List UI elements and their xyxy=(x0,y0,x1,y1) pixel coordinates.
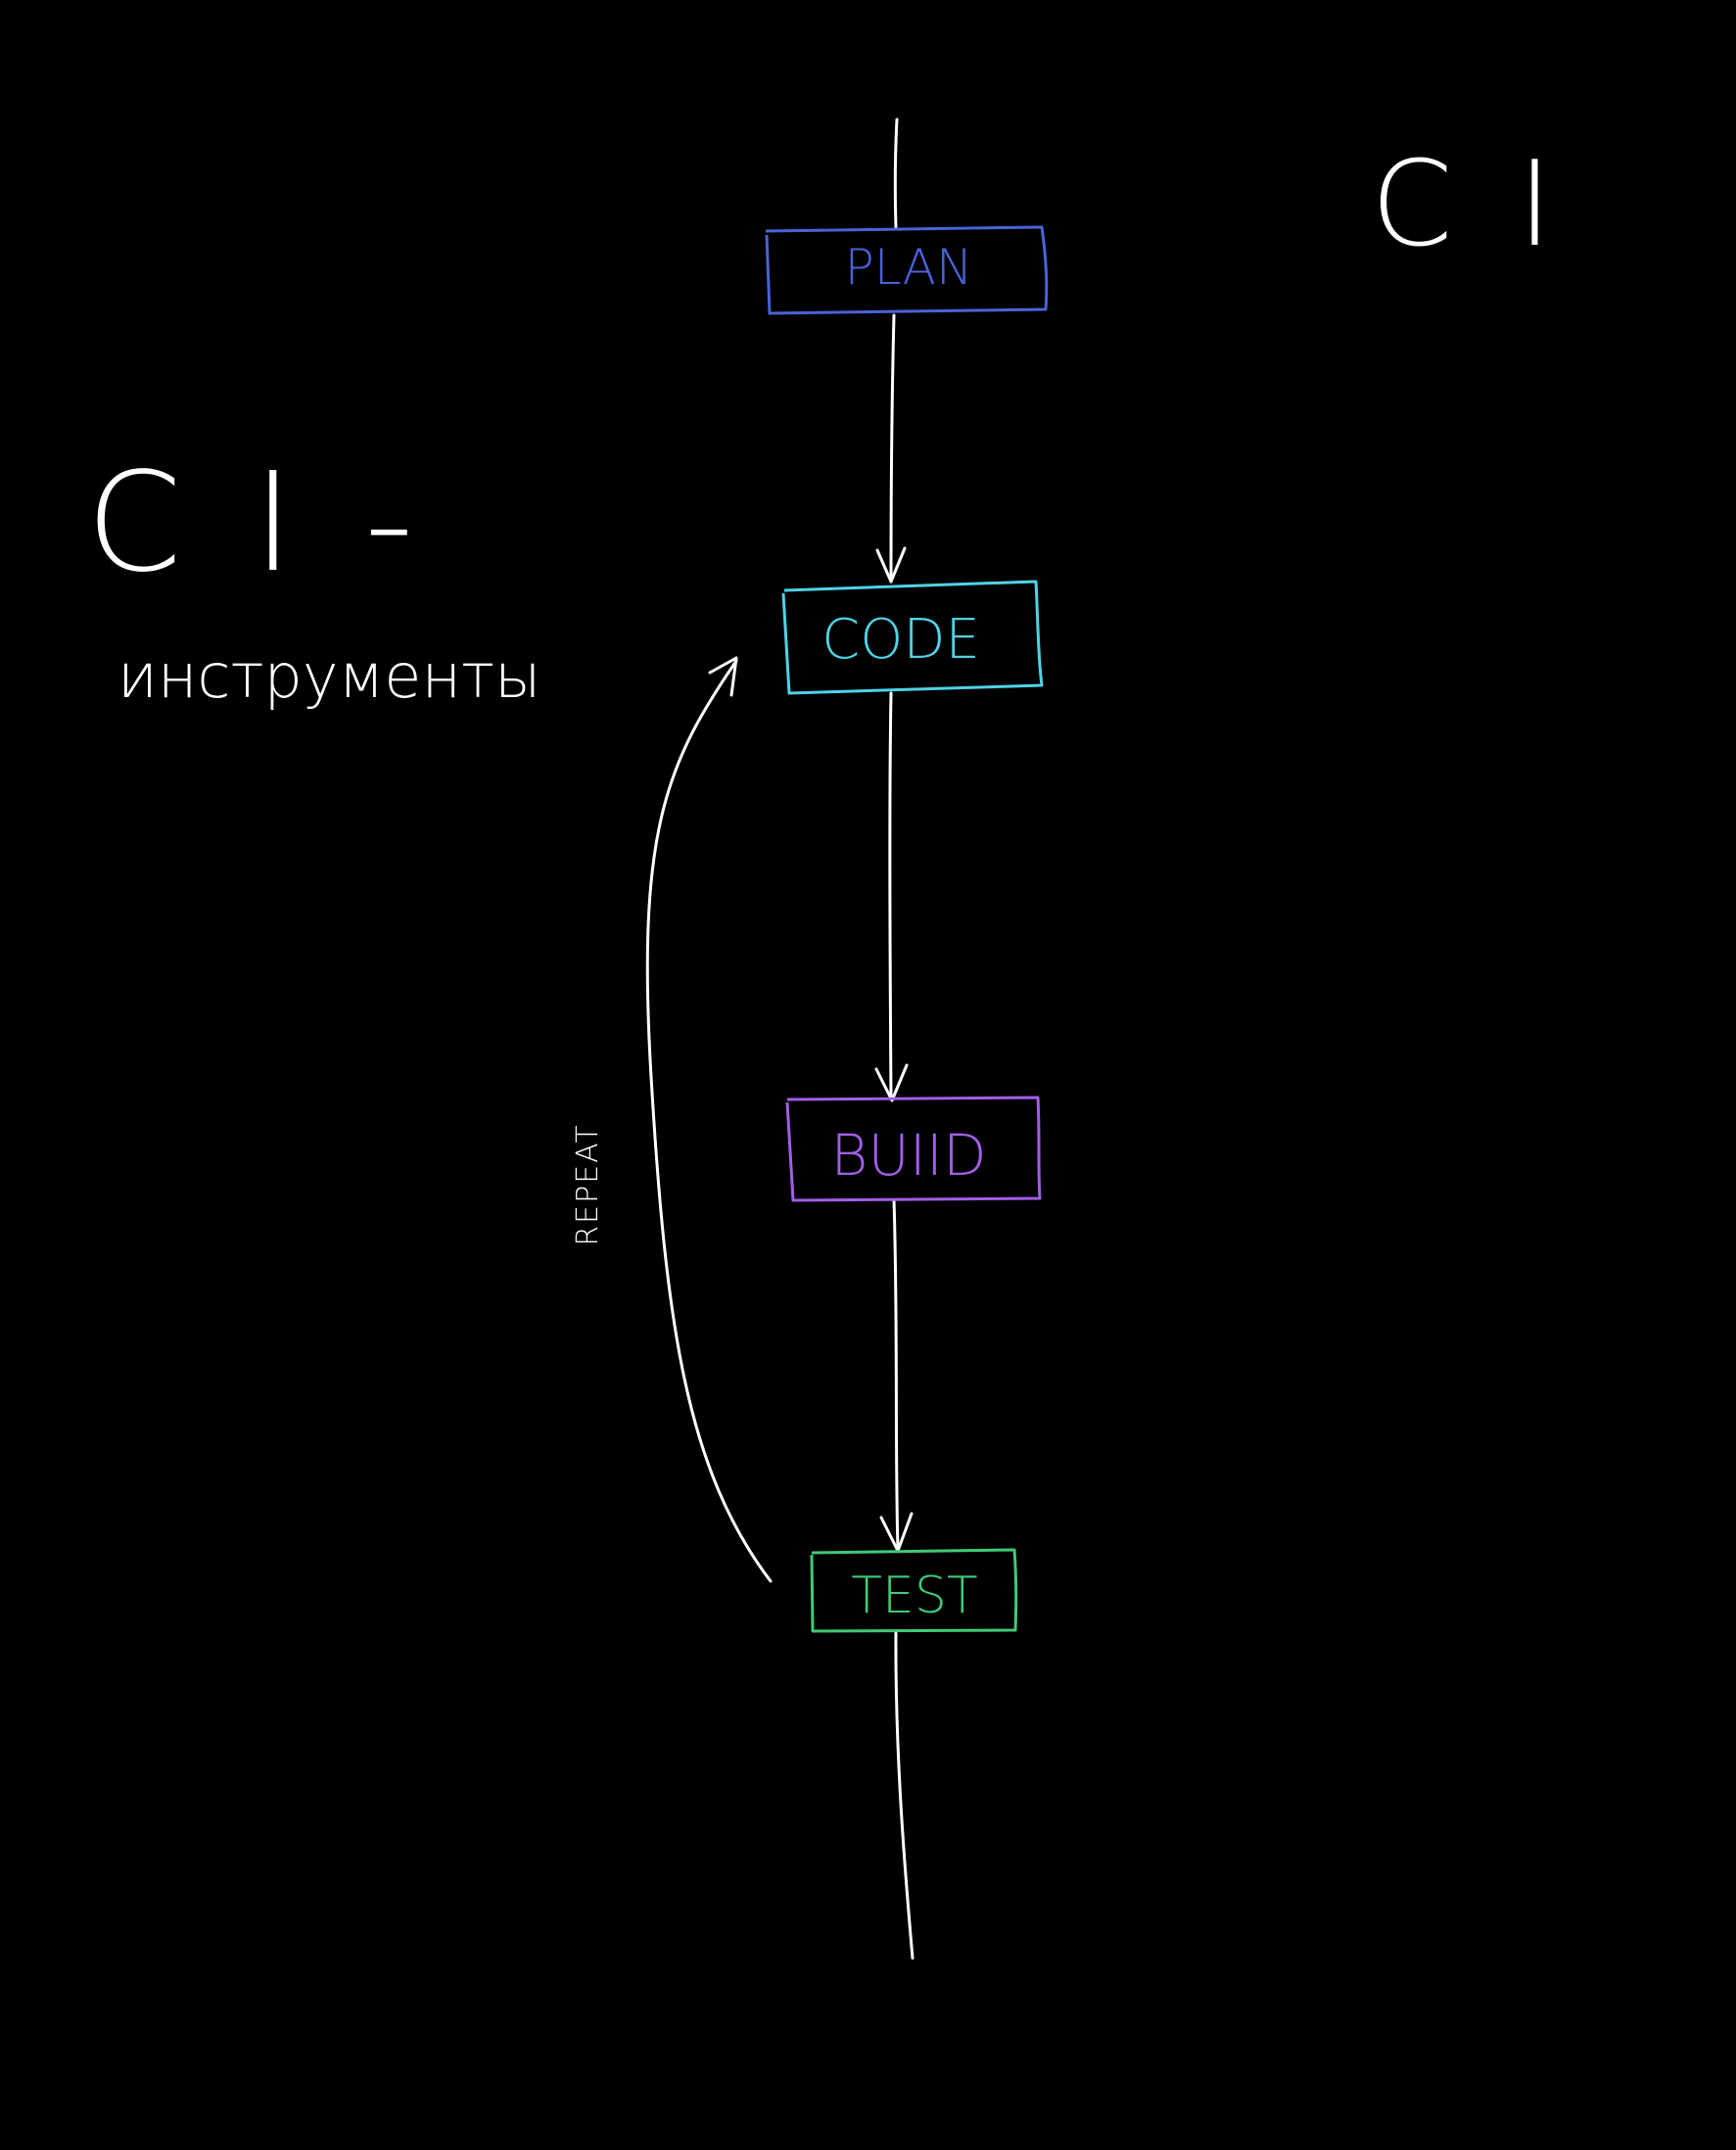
flow-line-top xyxy=(893,117,899,231)
flow-line-code-to-build xyxy=(888,691,893,1100)
stage-code-label: CODE xyxy=(821,608,980,672)
flow-line-plan-to-code xyxy=(889,313,896,582)
stage-plan-label: PLAN xyxy=(845,239,973,296)
arrowhead-into-build xyxy=(874,1063,909,1102)
repeat-loop-arrow xyxy=(645,659,773,1583)
flow-line-build-to-test xyxy=(892,1198,900,1551)
stage-test-box xyxy=(810,1548,1018,1633)
arrowhead-into-code xyxy=(875,546,907,584)
repeat-label: REPEAT xyxy=(571,1123,605,1245)
stage-code: CODE xyxy=(781,580,1044,695)
stage-plan-box xyxy=(765,225,1049,315)
stage-code-box xyxy=(781,580,1044,695)
stage-build-label: BUIID xyxy=(830,1122,986,1189)
stage-test-label: TEST xyxy=(851,1566,977,1625)
flow-line-bottom xyxy=(894,1629,915,1960)
stage-test: TEST xyxy=(810,1548,1018,1633)
stage-build: BUIID xyxy=(785,1096,1042,1202)
repeat-loop-arrowhead xyxy=(708,656,738,697)
heading-left: C I - xyxy=(86,444,428,603)
subtitle-left: инструменты xyxy=(117,640,540,712)
stage-build-box xyxy=(785,1096,1042,1202)
heading-right: C I xyxy=(1371,137,1566,273)
stage-plan: PLAN xyxy=(765,225,1049,315)
